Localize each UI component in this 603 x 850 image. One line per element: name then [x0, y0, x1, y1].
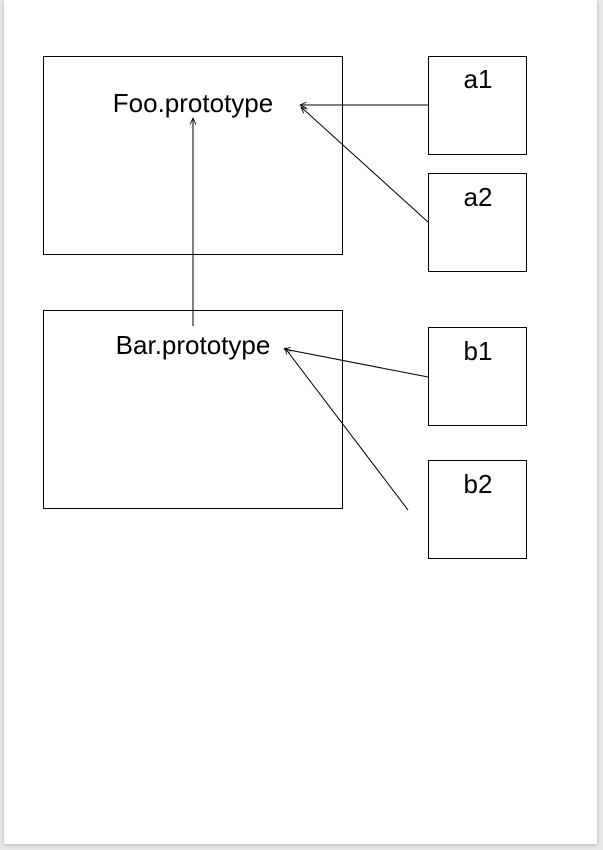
b2-label: b2: [464, 469, 493, 499]
foo-prototype-label: Foo.prototype: [113, 88, 273, 118]
a2-label: a2: [464, 182, 493, 212]
a2-node: a2: [428, 173, 527, 272]
b1-node: b1: [428, 327, 527, 426]
a2-box: [428, 173, 527, 272]
a1-box: [428, 56, 527, 155]
bar-prototype-node: Bar.prototype: [43, 310, 343, 509]
arrow-a2-to-foo-prototype: [301, 107, 429, 223]
a1-label: a1: [464, 64, 493, 94]
b2-node: b2: [428, 460, 527, 559]
arrow-b1-to-bar-prototype: [284, 349, 429, 378]
bar-prototype-label: Bar.prototype: [116, 330, 271, 360]
b2-box: [428, 460, 527, 559]
bar-prototype-box: [43, 310, 343, 509]
a1-node: a1: [428, 56, 527, 155]
b1-box: [428, 327, 527, 426]
arrow-b2-to-bar-prototype: [285, 348, 409, 511]
b1-label: b1: [464, 336, 493, 366]
